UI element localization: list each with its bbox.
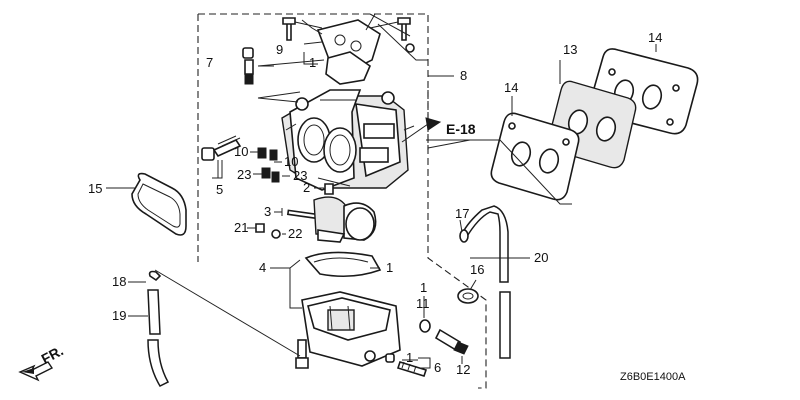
callout-8: 8 — [460, 68, 467, 83]
callout-19: 19 — [112, 308, 126, 323]
callout-4: 4 — [259, 260, 266, 275]
top-plate — [316, 19, 381, 85]
ref-label: E-18 — [446, 121, 476, 137]
drain-screw — [385, 353, 428, 377]
gasket-15 — [131, 172, 187, 236]
jet-parts-7 — [242, 47, 254, 85]
diagram-code: Z6B0E1400A — [620, 371, 686, 383]
screws-top — [282, 17, 415, 53]
callout-13: 13 — [563, 42, 577, 57]
pilot-screw-5 — [201, 135, 242, 161]
callout-20: 20 — [534, 250, 548, 265]
callout-11: 11 — [416, 296, 430, 311]
callout-5: 5 — [216, 182, 223, 197]
callout-14-right: 14 — [648, 30, 662, 45]
callout-3: 3 — [264, 204, 271, 219]
screws-21-22 — [255, 223, 281, 239]
callout-10-left: 10 — [234, 144, 248, 159]
ref-arrow — [425, 117, 442, 131]
callout-16: 16 — [470, 262, 484, 277]
drain-tube-19 — [147, 270, 170, 387]
callout-23-right: 23 — [293, 168, 307, 183]
callout-21: 21 — [234, 220, 248, 235]
fuel-hose-20 — [459, 205, 511, 359]
callout-15: 15 — [88, 181, 102, 196]
callout-1-drain: 1 — [406, 350, 413, 365]
assembly-boundary — [197, 13, 487, 389]
solenoid-12 — [419, 319, 469, 355]
callout-7: 7 — [206, 55, 213, 70]
callout-14-left: 14 — [504, 80, 518, 95]
callout-12: 12 — [456, 362, 470, 377]
callout-9: 9 — [276, 42, 283, 57]
callout-1-solenoid: 1 — [420, 280, 427, 295]
carburetor-body — [281, 89, 415, 191]
gasket-14-lower — [490, 112, 580, 201]
callout-1-bowl: 1 — [386, 260, 393, 275]
leader-lines — [106, 13, 657, 369]
callout-18: 18 — [112, 274, 126, 289]
callout-17: 17 — [455, 206, 469, 221]
callout-10-right: 10 — [284, 154, 298, 169]
callout-22: 22 — [288, 226, 302, 241]
callout-23-left: 23 — [237, 167, 251, 182]
callout-1: 1 — [309, 55, 316, 70]
float-assembly — [286, 196, 377, 243]
callout-2: 2 — [303, 180, 310, 195]
hose-clip-16 — [457, 288, 479, 304]
float-bowl — [295, 251, 401, 369]
small-screws — [257, 147, 334, 195]
direction-label: FR. — [38, 342, 65, 367]
front-direction-arrow — [18, 361, 54, 382]
callout-6: 6 — [434, 360, 441, 375]
